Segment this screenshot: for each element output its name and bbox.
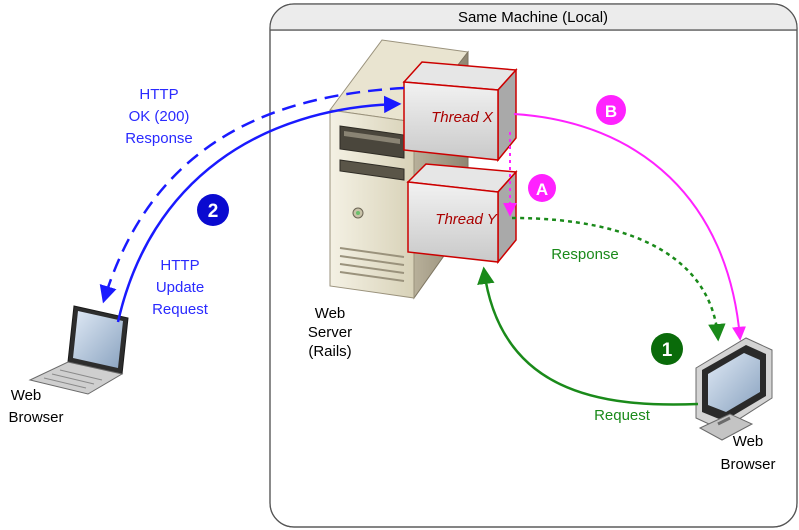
badge-1: 1	[651, 333, 683, 365]
response-label: Response	[551, 246, 619, 263]
thread-x-to-desktop-arrow	[513, 113, 746, 341]
badge-2: 2	[197, 194, 229, 226]
svg-text:B: B	[605, 102, 617, 121]
thread-y-label: Thread Y	[435, 211, 497, 228]
svg-text:1: 1	[662, 340, 673, 361]
thread-y-box: Thread Y	[406, 163, 518, 265]
ok-label-line3: Response	[125, 130, 193, 147]
ok-label-line1: HTTP	[139, 86, 178, 103]
thread-x-box: Thread X	[402, 61, 518, 163]
machine-title: Same Machine (Local)	[458, 9, 608, 26]
laptop-icon	[28, 305, 129, 395]
update-label-line2: Update	[156, 279, 204, 296]
ok-label-line2: OK (200)	[129, 108, 190, 125]
desktop-label-line1: Web	[733, 433, 764, 450]
thread-x-label: Thread X	[431, 109, 494, 126]
request-arrow	[477, 266, 699, 406]
update-label-line3: Request	[152, 301, 209, 318]
response-arrow	[511, 216, 726, 342]
svg-text:2: 2	[208, 201, 219, 222]
ok-response-arrow	[99, 86, 405, 304]
request-label: Request	[594, 407, 651, 424]
server-label-line2: Server	[308, 324, 352, 341]
server-label-line3: (Rails)	[308, 343, 351, 360]
desktop-monitor-icon	[695, 337, 773, 441]
update-label-line1: HTTP	[160, 257, 199, 274]
desktop-label-line2: Browser	[720, 456, 775, 473]
laptop-label-line1: Web	[11, 387, 42, 404]
server-label-line1: Web	[315, 305, 346, 322]
update-request-arrow	[116, 95, 402, 323]
svg-text:A: A	[536, 180, 548, 199]
laptop-label-line2: Browser	[8, 409, 63, 426]
badge-b: B	[596, 95, 626, 125]
badge-a: A	[528, 174, 556, 202]
